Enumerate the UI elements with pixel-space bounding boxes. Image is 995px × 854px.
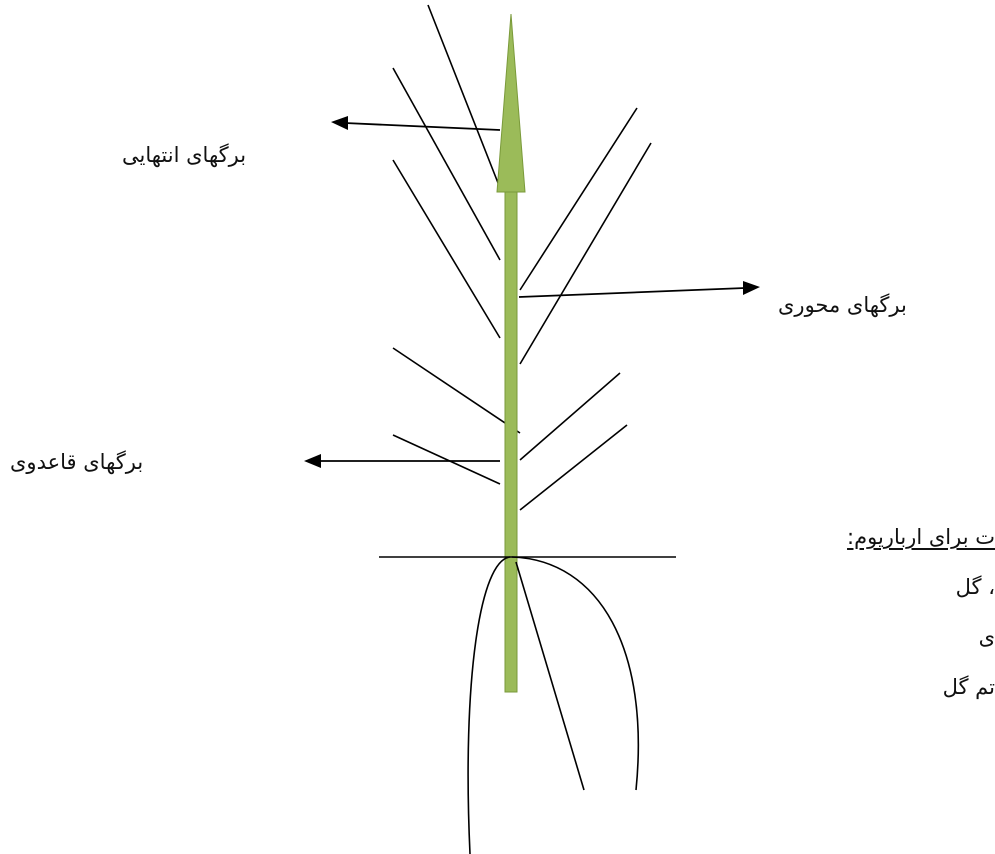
side-line-1: ، گل bbox=[955, 575, 995, 599]
root-curve-right bbox=[511, 556, 640, 791]
label-axial-leaves: برگهای محوری bbox=[778, 293, 907, 317]
basal-leaf-line bbox=[392, 434, 501, 485]
terminal-leaf-line bbox=[427, 4, 501, 189]
label-terminal-leaves: برگهای انتهایی bbox=[122, 143, 247, 167]
axial-leaf-line bbox=[519, 107, 638, 291]
basal-leaf-line bbox=[519, 372, 621, 461]
axial-leaf-line bbox=[519, 142, 652, 365]
side-line-2: ی bbox=[978, 625, 995, 649]
basal-leaf-line bbox=[519, 424, 628, 511]
pointer-axial bbox=[518, 281, 760, 298]
root-line-middle bbox=[515, 561, 585, 791]
stem-tip-arrowhead bbox=[496, 13, 526, 193]
label-basal-leaves: برگهای قاعدوی bbox=[10, 450, 144, 474]
terminal-leaf-line bbox=[392, 159, 501, 339]
basal-leaf-line bbox=[392, 347, 521, 434]
pointer-basal bbox=[304, 454, 500, 468]
pointer-terminal bbox=[331, 116, 501, 131]
root-curve-left bbox=[467, 556, 511, 854]
stem bbox=[496, 13, 526, 693]
side-line-3: تم گل bbox=[942, 675, 995, 699]
side-heading: ت برای ارباریوم: bbox=[847, 525, 995, 549]
terminal-leaf-line bbox=[392, 67, 501, 261]
